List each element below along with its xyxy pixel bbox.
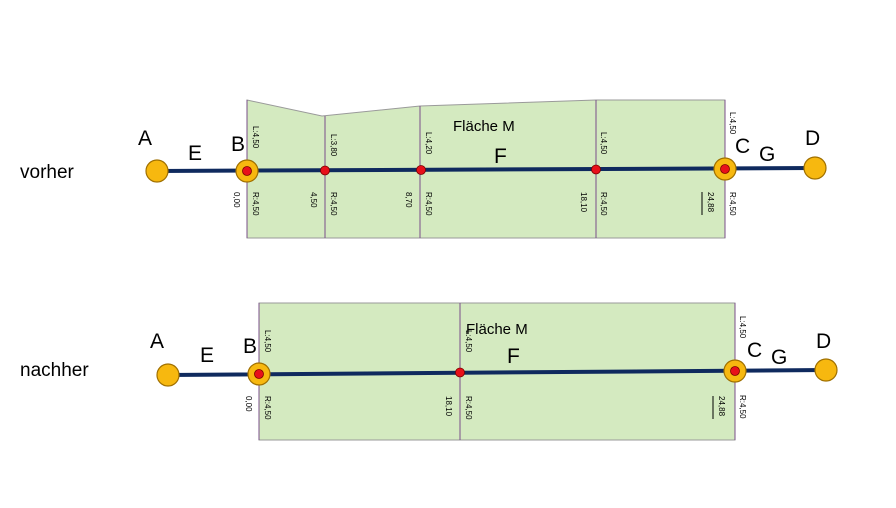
station-label: 0,00 xyxy=(244,396,253,412)
section-point xyxy=(320,165,330,176)
node-d xyxy=(803,156,827,180)
left-width-label: L:4,50 xyxy=(728,112,737,135)
right-width-label: R:4,50 xyxy=(599,192,608,216)
right-width-label: R:4,50 xyxy=(424,192,433,216)
station-label: 0,00 xyxy=(232,192,241,208)
station-label: 18,10 xyxy=(579,192,588,213)
label-f: F xyxy=(494,145,507,168)
right-width-label: R:4,50 xyxy=(738,395,747,419)
section-point xyxy=(591,164,601,175)
state-label-nachher: nachher xyxy=(20,360,89,381)
road-axis xyxy=(166,368,828,377)
label-a: A xyxy=(150,330,164,353)
node-d xyxy=(814,358,838,382)
road-axis xyxy=(155,166,817,173)
label-g: G xyxy=(759,143,775,166)
right-width-label: R:4,50 xyxy=(263,396,272,420)
left-width-label: L:4,50 xyxy=(251,126,260,149)
label-c: C xyxy=(735,135,750,158)
station-label: 24,88 xyxy=(717,396,726,417)
left-width-label: L:4,20 xyxy=(424,132,433,155)
node-a xyxy=(145,159,169,183)
left-width-label: L:4,50 xyxy=(263,330,272,353)
label-f: F xyxy=(507,345,520,368)
node-b-center xyxy=(254,369,264,379)
label-b: B xyxy=(243,335,257,358)
left-width-label: L:4,50 xyxy=(599,132,608,155)
diagram-vorher: vorher A E B F C G D Fläche M L:4,50 R:4… xyxy=(20,99,827,239)
label-a: A xyxy=(138,127,152,150)
station-label: 24,88 xyxy=(706,192,715,213)
label-c: C xyxy=(747,339,762,362)
station-label: 18,10 xyxy=(444,396,453,417)
label-d: D xyxy=(816,330,831,353)
right-width-label: R:4,50 xyxy=(251,192,260,216)
node-c-center xyxy=(730,366,740,376)
label-g: G xyxy=(771,346,787,369)
label-d: D xyxy=(805,127,820,150)
node-a xyxy=(156,363,180,387)
area-label: Fläche M xyxy=(453,118,515,135)
right-width-label: R:4,50 xyxy=(728,192,737,216)
area-label: Fläche M xyxy=(466,321,528,338)
left-width-label: L:3,80 xyxy=(329,134,338,157)
node-b-center xyxy=(242,166,252,176)
label-e: E xyxy=(188,142,202,165)
section-point xyxy=(455,367,465,378)
right-width-label: R:4,50 xyxy=(329,192,338,216)
diagram-nachher: nachher A E B F C G D Fläche M L:4,50 R:… xyxy=(20,302,838,441)
right-width-label: R:4,50 xyxy=(464,396,473,420)
label-e: E xyxy=(200,344,214,367)
label-b: B xyxy=(231,133,245,156)
state-label-vorher: vorher xyxy=(20,162,75,183)
node-c-center xyxy=(720,164,730,174)
left-width-label: L:4,50 xyxy=(464,330,473,353)
station-label: 4,50 xyxy=(309,192,318,208)
left-width-label: L:4,50 xyxy=(738,316,747,339)
section-point xyxy=(416,165,426,175)
station-label: 8,70 xyxy=(404,192,413,208)
